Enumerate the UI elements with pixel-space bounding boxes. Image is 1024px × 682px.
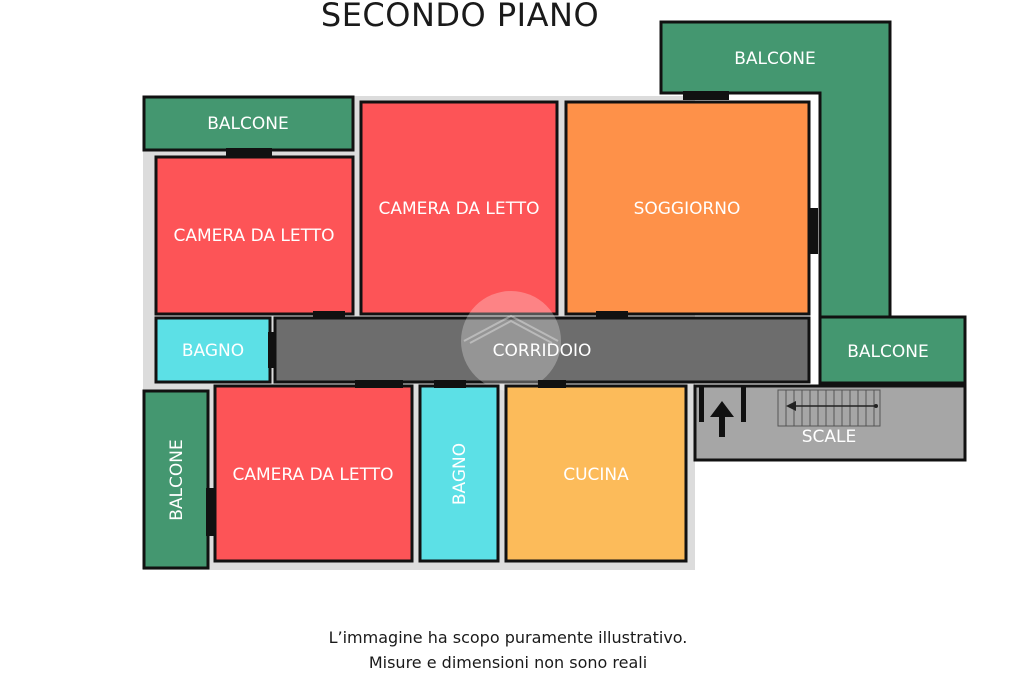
stairs-steps [777, 389, 881, 427]
label-camera-bottom: CAMERA DA LETTO [233, 465, 394, 485]
label-bagno-bottom: BAGNO [450, 443, 470, 505]
label-balcone-right: BALCONE [847, 342, 928, 362]
room-cucina [504, 384, 688, 563]
door-marks [206, 91, 818, 536]
stairs-area [693, 384, 967, 462]
balcony-right [818, 315, 967, 385]
plan-title: SECONDO PIANO [320, 0, 600, 34]
balcony-top-left [142, 95, 355, 152]
disclaimer: L’immagine ha scopo puramente illustrati… [0, 625, 1016, 675]
watermark-roof-icon [463, 314, 559, 344]
disclaimer-line-1: L’immagine ha scopo puramente illustrati… [328, 628, 688, 647]
balcony-left [142, 389, 210, 570]
room-bagno-left [154, 316, 272, 384]
label-balcone-top-left: BALCONE [207, 114, 288, 134]
stairs-direction-arrow [786, 401, 796, 411]
label-bagno-left: BAGNO [182, 341, 244, 361]
label-corridoio: CORRIDOIO [493, 341, 592, 361]
disclaimer-line-2: Misure e dimensioni non sono reali [368, 653, 648, 672]
entrance-arrow-icon [699, 386, 746, 437]
label-soggiorno: SOGGIORNO [634, 199, 741, 219]
stairs-start-dot [874, 404, 878, 408]
label-scale: SCALE [802, 427, 857, 447]
room-camera-bottom [213, 384, 414, 563]
label-balcone-left: BALCONE [167, 439, 187, 520]
room-soggiorno [564, 100, 811, 316]
watermark-circle [461, 291, 561, 391]
label-balcone-top-right: BALCONE [734, 49, 815, 69]
label-cucina: CUCINA [563, 465, 629, 485]
label-camera-left: CAMERA DA LETTO [174, 226, 335, 246]
room-bagno-bottom [418, 384, 500, 563]
room-camera-center [359, 100, 559, 316]
label-camera-center: CAMERA DA LETTO [379, 199, 540, 219]
